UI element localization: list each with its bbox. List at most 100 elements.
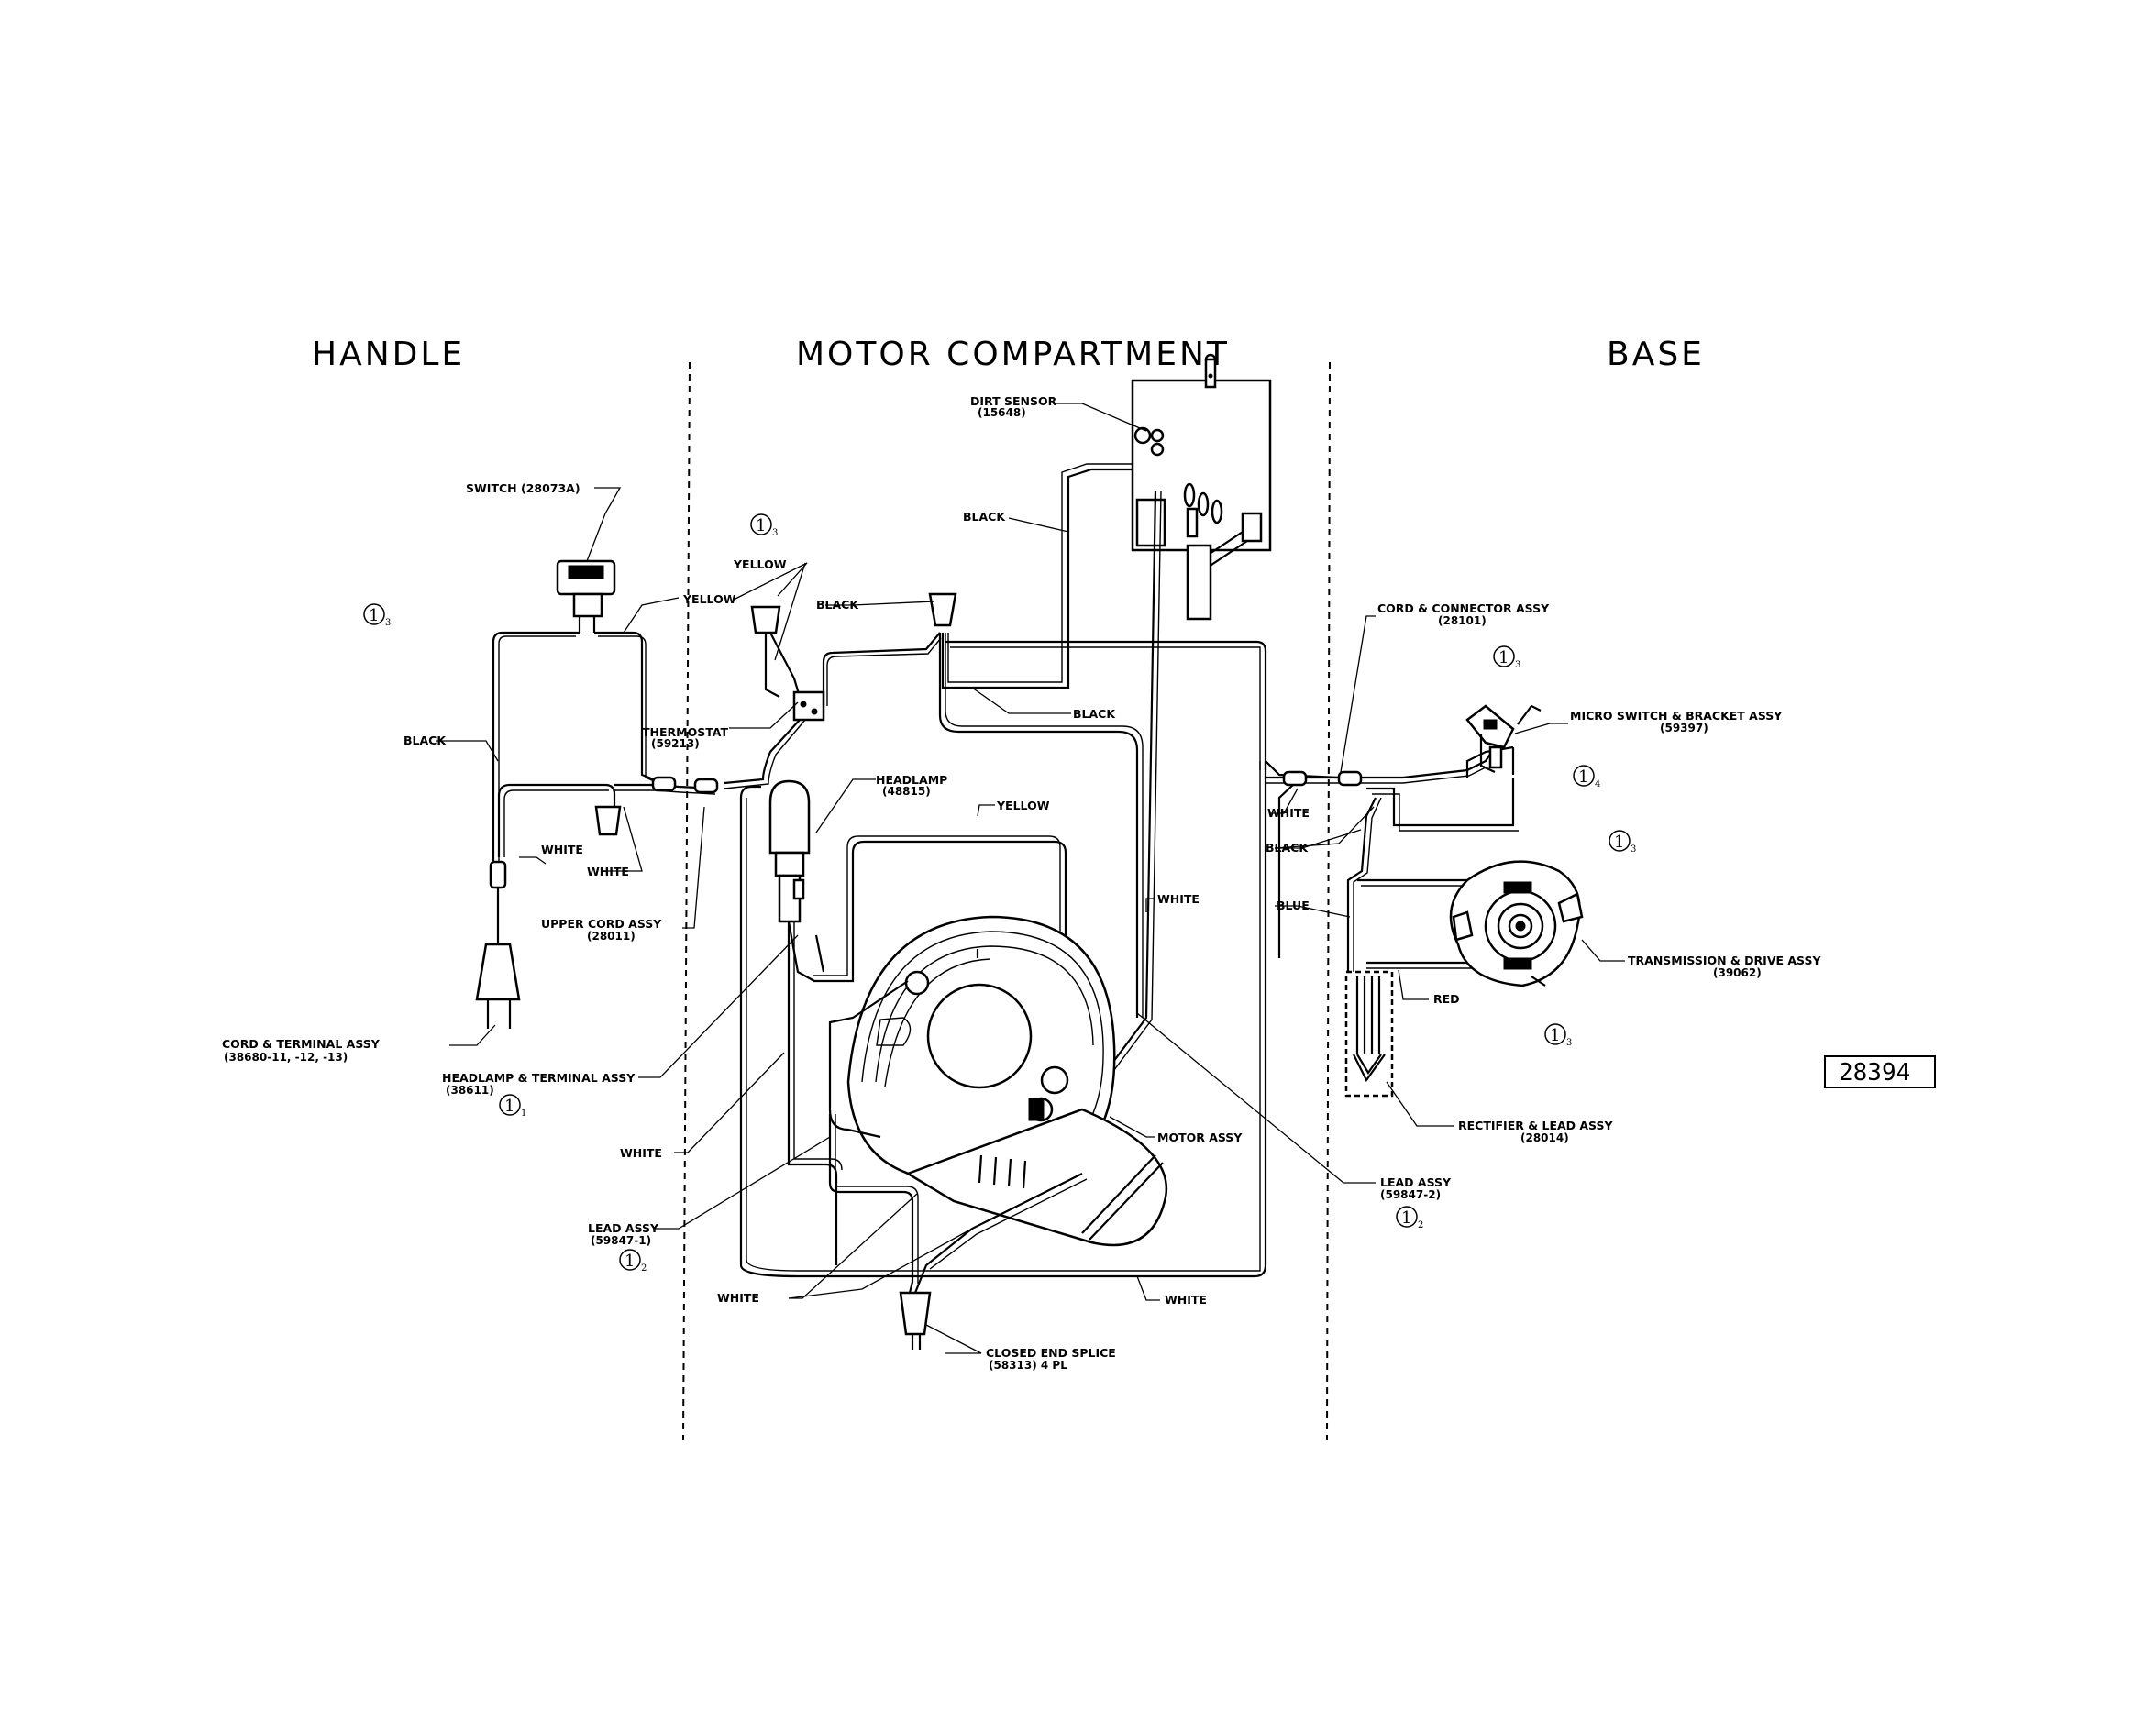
wire-nut-thermostat — [750, 605, 781, 634]
svg-text:2: 2 — [641, 1263, 647, 1274]
white-wire-outer-loop — [739, 761, 1267, 1278]
black-wire-handle — [492, 631, 580, 862]
label-white-handle-1: WHITE — [541, 843, 583, 856]
label-rectifier-pn: (28014) — [1520, 1131, 1569, 1144]
label-lead-assy-1: LEAD ASSY — [588, 1221, 659, 1235]
wire-nut-top — [928, 592, 957, 627]
leader-lines — [436, 403, 1625, 1354]
svg-text:1: 1 — [756, 516, 766, 535]
svg-text:1: 1 — [1614, 833, 1624, 852]
svg-text:3: 3 — [385, 618, 391, 628]
svg-text:1: 1 — [369, 606, 379, 625]
svg-text:3: 3 — [772, 528, 778, 538]
svg-text:1: 1 — [1578, 767, 1588, 787]
white-wire-lead-left — [828, 1114, 914, 1294]
connector-handle-2 — [693, 778, 719, 794]
thermostat-part — [792, 690, 825, 722]
svg-text:1: 1 — [1401, 1208, 1411, 1228]
label-black-handle: BLACK — [404, 734, 447, 747]
switch-assembly — [556, 559, 616, 633]
label-splice-pn: (58313) 4 PL — [989, 1359, 1067, 1372]
label-yellow-handle: YELLOW — [682, 592, 736, 606]
svg-text:4: 4 — [1595, 779, 1600, 789]
connector-base-1 — [1282, 770, 1308, 787]
closed-end-splice — [899, 1291, 932, 1336]
svg-text:3: 3 — [1515, 660, 1520, 670]
label-cord-terminal-pn: (38680-11, -12, -13) — [224, 1051, 348, 1064]
label-red-base: RED — [1433, 992, 1460, 1006]
label-yellow-mid: YELLOW — [996, 799, 1050, 812]
label-black-top: BLACK — [816, 598, 859, 612]
white-wire-handle — [497, 783, 616, 857]
black-wire-dirt-sensor — [941, 468, 1146, 689]
connector-handle-1 — [651, 776, 677, 792]
label-black-mid: BLACK — [1073, 707, 1116, 721]
micro-switch-assembly — [1465, 704, 1542, 775]
label-black-base: BLACK — [1266, 841, 1309, 855]
svg-text:1: 1 — [625, 1252, 635, 1271]
svg-text:3: 3 — [1631, 844, 1636, 855]
label-headlamp: HEADLAMP — [876, 773, 947, 787]
svg-text:2: 2 — [1418, 1220, 1423, 1230]
label-white-base: WHITE — [1267, 806, 1310, 820]
wire-nut-handle — [594, 805, 622, 836]
black-wire-base — [1366, 778, 1515, 827]
black-wire-motor-top — [822, 632, 941, 706]
label-white-handle-2: WHITE — [587, 865, 629, 878]
label-lead-assy-2: LEAD ASSY — [1380, 1175, 1452, 1189]
diagram-id: 28394 — [1839, 1059, 1910, 1087]
label-headlamp-terminal-pn: (38611) — [446, 1084, 494, 1097]
white-wire-lead-right — [913, 1173, 1083, 1294]
transmission-drive-assembly — [1449, 860, 1584, 987]
black-wire-motor-inner — [938, 633, 1139, 1018]
diagram-id-box — [1824, 1055, 1936, 1088]
label-thermostat: THERMOSTAT — [642, 725, 728, 739]
section-base-title: BASE — [1607, 336, 1705, 373]
yellow-wire-handle — [594, 631, 666, 786]
label-cord-terminal: CORD & TERMINAL ASSY — [222, 1037, 381, 1051]
label-switch: SWITCH (28073A) — [466, 481, 580, 495]
label-white-right: WHITE — [1157, 892, 1200, 906]
label-white-left: WHITE — [620, 1146, 662, 1160]
black-wire-main-loop — [945, 640, 1267, 770]
label-upper-cord: UPPER CORD ASSY — [541, 917, 662, 931]
svg-text:1: 1 — [504, 1097, 514, 1116]
divider-handle-motor — [682, 361, 691, 1440]
label-transmission: TRANSMISSION & DRIVE ASSY — [1628, 954, 1822, 967]
svg-text:1: 1 — [521, 1109, 526, 1119]
label-dirt-sensor: DIRT SENSOR — [970, 394, 1057, 408]
white-wire-headlamp — [787, 921, 838, 1265]
label-transmission-pn: (39062) — [1713, 966, 1762, 979]
label-dirt-sensor-pn: (15648) — [978, 406, 1026, 419]
label-blue-base: BLUE — [1277, 899, 1310, 912]
label-motor-assy: MOTOR ASSY — [1157, 1131, 1243, 1144]
label-micro-switch-pn: (59397) — [1660, 722, 1708, 734]
cord-end — [489, 860, 507, 889]
rectifier-assembly — [1344, 970, 1394, 1098]
connector-base-2 — [1337, 770, 1363, 787]
motor-assembly — [828, 915, 1168, 1247]
svg-text:1: 1 — [1498, 648, 1509, 667]
headlamp-bulb — [768, 779, 825, 982]
label-rectifier: RECTIFIER & LEAD ASSY — [1458, 1119, 1613, 1132]
svg-text:1: 1 — [1550, 1026, 1560, 1045]
label-lead-assy-2-pn: (59847-2) — [1380, 1188, 1441, 1201]
label-white-bottom-left: WHITE — [717, 1291, 759, 1305]
plug — [475, 943, 521, 1001]
label-yellow-top: YELLOW — [733, 557, 787, 571]
label-white-bottom-right: WHITE — [1165, 1293, 1207, 1307]
label-black-sensor: BLACK — [963, 510, 1006, 524]
section-motor-title: MOTOR COMPARTMENT — [796, 336, 1230, 373]
white-wire-base — [1277, 784, 1294, 958]
label-headlamp-terminal: HEADLAMP & TERMINAL ASSY — [442, 1071, 636, 1085]
label-thermostat-pn: (59213) — [651, 737, 700, 750]
thermostat-lead — [724, 719, 801, 785]
label-lead-assy-1-pn: (59847-1) — [591, 1234, 651, 1247]
